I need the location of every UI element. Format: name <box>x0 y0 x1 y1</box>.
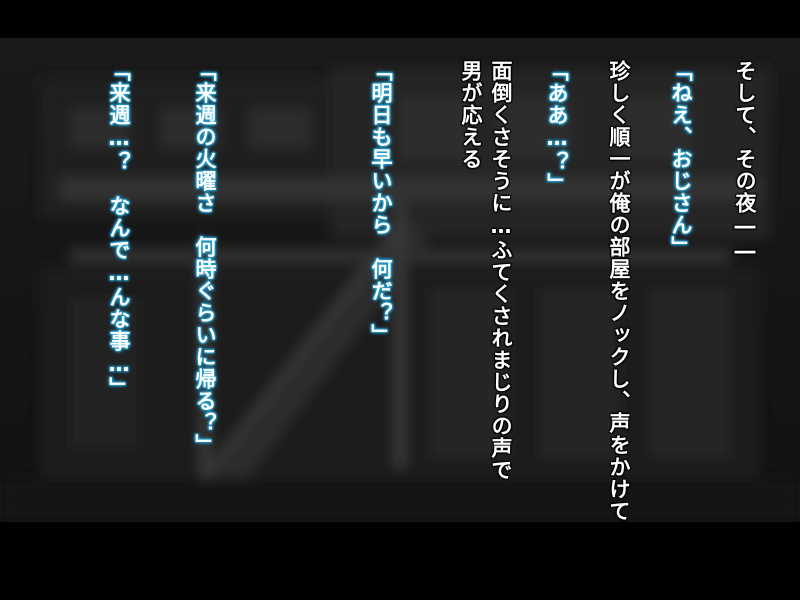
vertical-text-window[interactable]: そして、その夜―― 「ねえ、おじさん」 珍しく順一が俺の部屋をノックし、声をかけ… <box>0 38 800 566</box>
narration-line: そして、その夜―― <box>733 60 757 264</box>
background-cg <box>0 38 800 522</box>
narration-line: 珍しく順一が俺の部屋をノックし、声をかけてきた <box>607 60 631 566</box>
dialogue-line: 「ああ…？」 <box>545 60 569 195</box>
narration-line: 面倒くさそうに…ふてくされまじりの声で <box>489 60 513 481</box>
dialogue-line: 「来週の火曜さ 何時ぐらいに帰る？」 <box>193 60 217 456</box>
letterbox-bottom <box>0 522 800 600</box>
background-dim-overlay <box>0 38 800 522</box>
dialogue-line: 「ねえ、おじさん」 <box>669 60 693 258</box>
narration-line: 男が応える <box>459 60 483 170</box>
dialogue-line: 「明日も早いから 何だ？」 <box>369 60 393 346</box>
blurred-building-illustration <box>0 38 800 522</box>
dialogue-line: 「来週…？ なんで…んな事…」 <box>107 60 131 399</box>
letterbox-top <box>0 0 800 38</box>
